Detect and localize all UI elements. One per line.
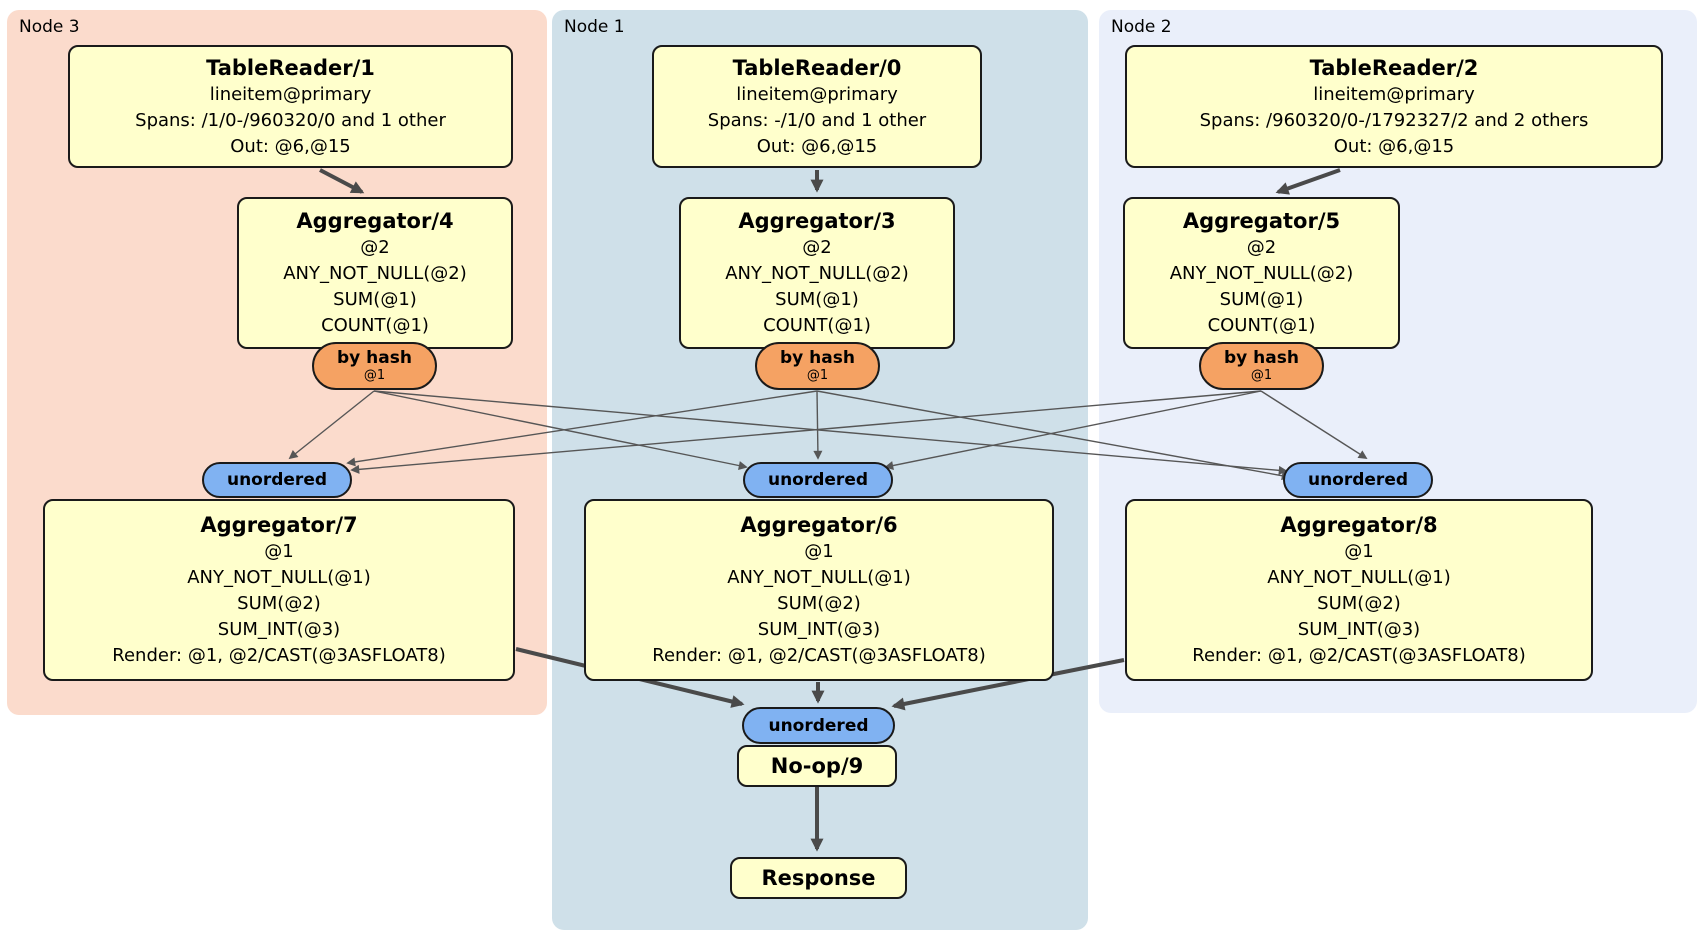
processor-aggregator-5: Aggregator/5 @2 ANY_NOT_NULL(@2) SUM(@1)… <box>1123 197 1400 349</box>
router-key: @1 <box>1250 368 1273 383</box>
router-key: @1 <box>363 368 386 383</box>
response-node: Response <box>730 857 907 899</box>
processor-title: Aggregator/6 <box>740 513 898 537</box>
processor-detail: ANY_NOT_NULL(@2) <box>1169 263 1354 284</box>
processor-title: Aggregator/5 <box>1182 209 1341 233</box>
processor-title: Response <box>761 866 876 890</box>
sync-label: unordered <box>226 470 328 490</box>
processor-detail: SUM(@1) <box>775 289 859 310</box>
processor-detail: ANY_NOT_NULL(@2) <box>283 263 467 284</box>
processor-detail: lineitem@primary <box>736 83 898 105</box>
processor-title: Aggregator/4 <box>296 209 454 233</box>
processor-detail: @2 <box>802 237 832 258</box>
processor-detail: ANY_NOT_NULL(@1) <box>187 567 371 588</box>
sync-unordered-noop: unordered <box>742 707 895 744</box>
processor-detail: Spans: /1/0-/960320/0 and 1 other <box>135 109 446 131</box>
processor-detail: SUM(@2) <box>777 593 861 614</box>
processor-detail: ANY_NOT_NULL(@1) <box>727 567 911 588</box>
processor-detail: lineitem@primary <box>209 83 372 105</box>
processor-detail: Out: @6,@15 <box>230 135 351 157</box>
processor-title: TableReader/0 <box>732 55 902 80</box>
sync-label: unordered <box>767 470 869 490</box>
processor-detail: Spans: -/1/0 and 1 other <box>707 109 927 131</box>
panel-node-1-label: Node 1 <box>564 17 625 37</box>
processor-detail: Render: @1, @2/CAST(@3ASFLOAT8) <box>1192 645 1526 666</box>
processor-detail: @1 <box>804 541 834 562</box>
router-by-hash-agg4: by hash @1 <box>312 342 437 390</box>
router-by-hash-agg5: by hash @1 <box>1199 342 1324 390</box>
processor-detail: SUM_INT(@3) <box>217 619 341 640</box>
processor-detail: Render: @1, @2/CAST(@3ASFLOAT8) <box>652 645 986 666</box>
panel-node-2-label: Node 2 <box>1111 17 1172 37</box>
processor-detail: Spans: /960320/0-/1792327/2 and 2 others <box>1199 109 1589 131</box>
processor-title: TableReader/1 <box>206 55 375 80</box>
processor-detail: ANY_NOT_NULL(@1) <box>1267 567 1451 588</box>
router-label: by hash <box>1224 348 1299 368</box>
panel-node-3-label: Node 3 <box>19 17 80 37</box>
processor-title: Aggregator/7 <box>200 513 358 537</box>
processor-detail: SUM(@2) <box>1317 593 1401 614</box>
sync-unordered-agg8: unordered <box>1283 462 1433 498</box>
router-label: by hash <box>337 348 412 368</box>
processor-aggregator-7: Aggregator/7 @1 ANY_NOT_NULL(@1) SUM(@2)… <box>43 499 515 681</box>
processor-detail: COUNT(@1) <box>321 315 429 336</box>
sync-label: unordered <box>1307 470 1409 490</box>
processor-detail: Out: @6,@15 <box>756 135 878 157</box>
processor-tablereader-0: TableReader/0 lineitem@primary Spans: -/… <box>652 45 982 168</box>
sync-label: unordered <box>768 715 869 736</box>
router-label: by hash <box>780 348 855 368</box>
processor-noop-9: No-op/9 <box>737 745 897 787</box>
processor-aggregator-3: Aggregator/3 @2 ANY_NOT_NULL(@2) SUM(@1)… <box>679 197 955 349</box>
processor-detail: COUNT(@1) <box>1207 315 1316 336</box>
sync-unordered-agg7: unordered <box>202 462 352 498</box>
processor-aggregator-4: Aggregator/4 @2 ANY_NOT_NULL(@2) SUM(@1)… <box>237 197 513 349</box>
processor-title: TableReader/2 <box>1309 55 1479 80</box>
processor-detail: lineitem@primary <box>1313 83 1475 105</box>
processor-tablereader-1: TableReader/1 lineitem@primary Spans: /1… <box>68 45 513 168</box>
processor-aggregator-6: Aggregator/6 @1 ANY_NOT_NULL(@1) SUM(@2)… <box>584 499 1054 681</box>
processor-title: Aggregator/8 <box>1280 513 1438 537</box>
router-key: @1 <box>806 368 829 383</box>
processor-tablereader-2: TableReader/2 lineitem@primary Spans: /9… <box>1125 45 1663 168</box>
processor-detail: SUM(@2) <box>237 593 321 614</box>
router-by-hash-agg3: by hash @1 <box>755 342 880 390</box>
processor-title: No-op/9 <box>770 754 864 778</box>
processor-detail: SUM(@1) <box>333 289 417 310</box>
processor-detail: COUNT(@1) <box>763 315 871 336</box>
processor-detail: @2 <box>1246 237 1277 258</box>
processor-detail: Out: @6,@15 <box>1333 135 1455 157</box>
processor-title: Aggregator/3 <box>738 209 896 233</box>
processor-detail: @1 <box>264 541 294 562</box>
processor-detail: @1 <box>1344 541 1374 562</box>
processor-detail: SUM(@1) <box>1219 289 1304 310</box>
processor-detail: SUM_INT(@3) <box>757 619 881 640</box>
processor-detail: @2 <box>360 237 390 258</box>
processor-detail: Render: @1, @2/CAST(@3ASFLOAT8) <box>112 645 446 666</box>
processor-detail: SUM_INT(@3) <box>1297 619 1421 640</box>
processor-aggregator-8: Aggregator/8 @1 ANY_NOT_NULL(@1) SUM(@2)… <box>1125 499 1593 681</box>
sync-unordered-agg6: unordered <box>743 462 893 498</box>
processor-detail: ANY_NOT_NULL(@2) <box>725 263 909 284</box>
